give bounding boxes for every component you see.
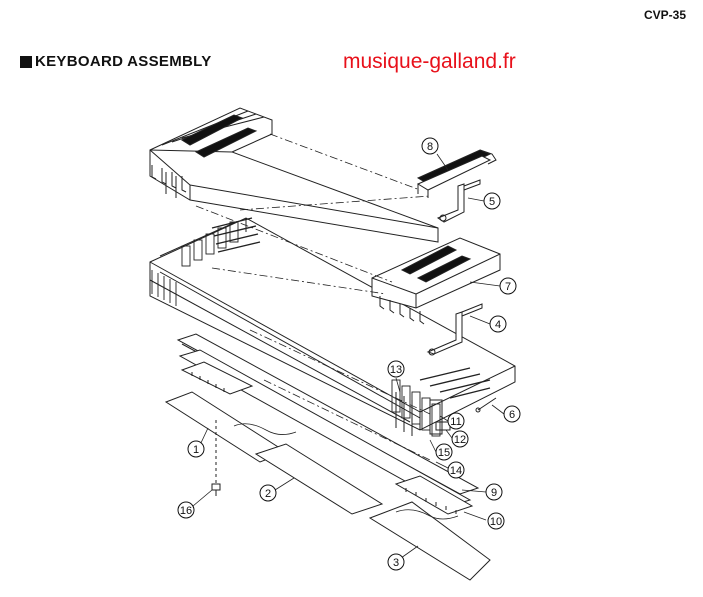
callout-10: 10 [487, 512, 505, 530]
callout-13: 13 [387, 360, 405, 378]
screw-16 [211, 420, 221, 496]
callout-3: 3 [387, 553, 405, 571]
section-title-text: KEYBOARD ASSEMBLY [35, 53, 212, 70]
callout-12: 12 [451, 430, 469, 448]
svg-text:2: 2 [265, 488, 271, 500]
svg-text:3: 3 [393, 557, 399, 569]
bracket-4 [426, 303, 483, 356]
right-key-group [371, 237, 501, 325]
svg-text:14: 14 [450, 465, 462, 477]
callout-6: 6 [503, 405, 521, 423]
section-title: KEYBOARD ASSEMBLY [20, 53, 212, 70]
svg-text:10: 10 [490, 516, 502, 528]
svg-text:12: 12 [454, 434, 466, 446]
svg-text:7: 7 [505, 281, 511, 293]
svg-text:15: 15 [438, 447, 450, 459]
callout-11: 11 [447, 412, 465, 430]
bracket-5 [436, 179, 481, 223]
leader-lines [192, 153, 505, 559]
callout-8: 8 [421, 137, 439, 155]
svg-text:13: 13 [390, 364, 402, 376]
svg-text:8: 8 [427, 141, 433, 153]
callout-1: 1 [187, 440, 205, 458]
callout-14: 14 [447, 461, 465, 479]
svg-text:11: 11 [450, 416, 461, 428]
svg-text:4: 4 [495, 319, 501, 331]
assembly-guide-lines [195, 133, 431, 461]
svg-text:1: 1 [193, 444, 199, 456]
callout-7: 7 [499, 277, 517, 295]
upper-key-group [149, 107, 439, 243]
callout-9: 9 [485, 483, 503, 501]
callout-4: 4 [489, 315, 507, 333]
svg-text:5: 5 [489, 196, 495, 208]
watermark: musique-galland.fr [343, 50, 516, 73]
bottom-plate-2 [254, 443, 384, 515]
keyboard-frame [149, 217, 516, 437]
bottom-plate-3 [368, 501, 491, 581]
key-part-8 [416, 149, 497, 198]
callout-5: 5 [483, 192, 501, 210]
callout-16: 16 [177, 501, 195, 519]
screw-6 [475, 397, 497, 413]
callout-15: 15 [435, 443, 453, 461]
lower-rails [176, 333, 480, 515]
callout-2: 2 [259, 484, 277, 502]
title-square-icon [20, 55, 32, 68]
callouts: 8 5 7 4 6 13 11 12 15 14 9 10 1 2 3 16 [177, 137, 521, 571]
svg-text:6: 6 [509, 409, 515, 421]
svg-text:16: 16 [180, 505, 192, 517]
model-number: CVP-35 [644, 8, 687, 22]
svg-text:9: 9 [491, 487, 497, 499]
